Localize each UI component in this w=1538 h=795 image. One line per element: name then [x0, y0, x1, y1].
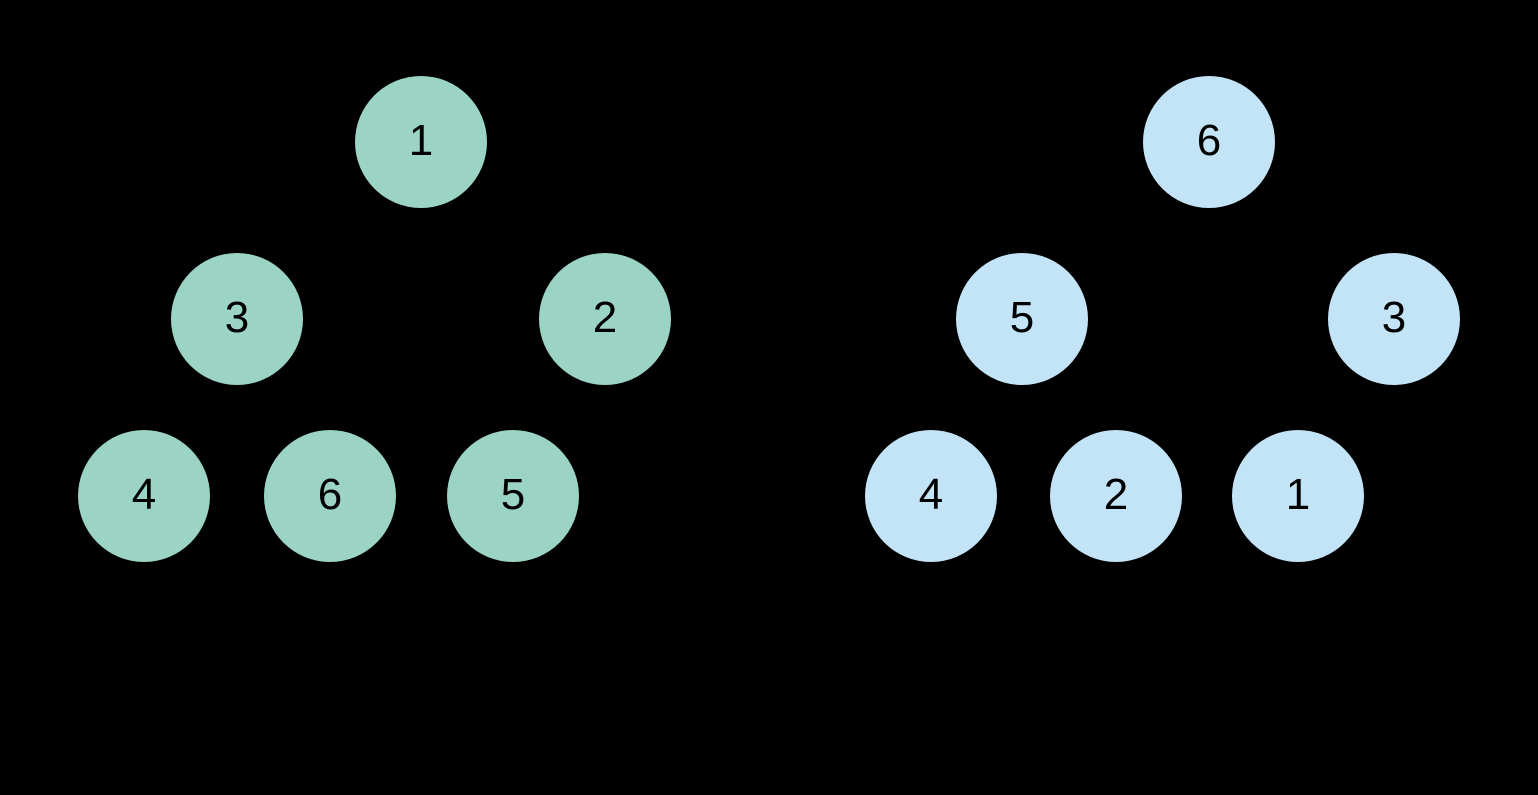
node-label: 6	[1196, 116, 1222, 165]
node-left-5[interactable]: 5	[447, 430, 579, 562]
node-right-2[interactable]: 2	[1050, 430, 1182, 562]
node-right-1[interactable]: 1	[1232, 430, 1364, 562]
node-label: 1	[1285, 470, 1311, 519]
node-label: 4	[918, 470, 944, 519]
node-label: 1	[408, 116, 434, 165]
node-label: 3	[224, 293, 250, 342]
node-right-5[interactable]: 5	[956, 253, 1088, 385]
node-label: 3	[1381, 293, 1407, 342]
node-label: 2	[592, 293, 618, 342]
node-right-6[interactable]: 6	[1143, 76, 1275, 208]
node-label: 5	[500, 470, 526, 519]
node-label: 2	[1103, 470, 1129, 519]
node-left-3[interactable]: 3	[171, 253, 303, 385]
node-left-6[interactable]: 6	[264, 430, 396, 562]
node-left-2[interactable]: 2	[539, 253, 671, 385]
node-label: 6	[317, 470, 343, 519]
node-left-1[interactable]: 1	[355, 76, 487, 208]
node-right-3[interactable]: 3	[1328, 253, 1460, 385]
node-label: 5	[1009, 293, 1035, 342]
node-right-4[interactable]: 4	[865, 430, 997, 562]
node-label: 4	[131, 470, 157, 519]
node-left-4[interactable]: 4	[78, 430, 210, 562]
